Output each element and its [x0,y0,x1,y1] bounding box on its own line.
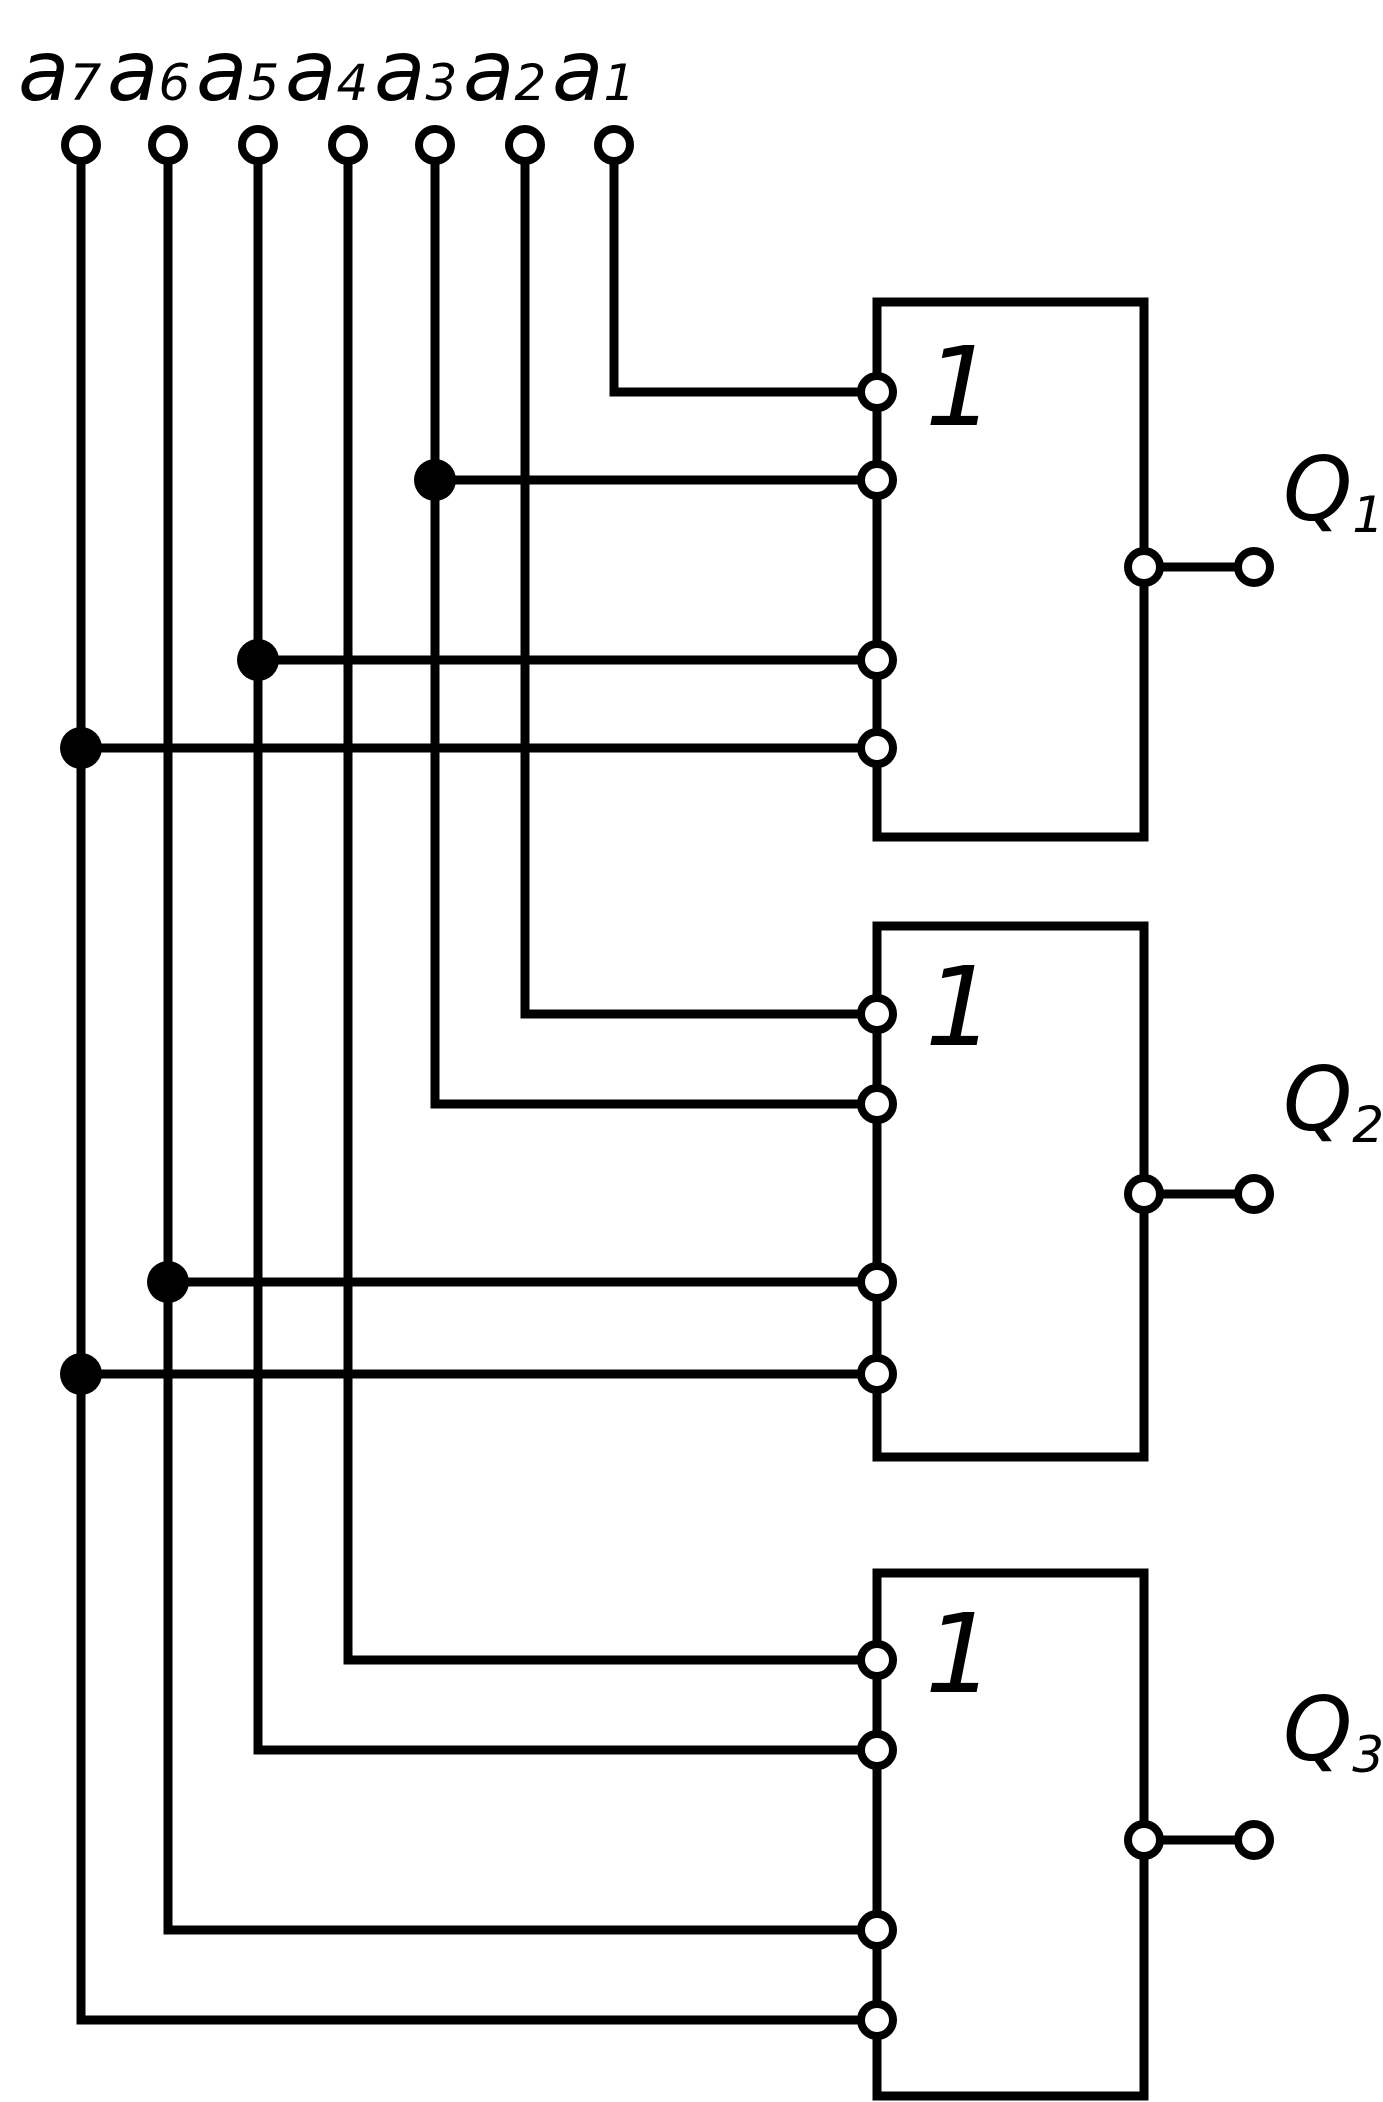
gate-input-wires [76,387,882,2025]
junction-dots [60,459,456,1395]
gate-input-pins [857,372,897,2040]
gates [872,297,1149,2101]
junction-a6-g2 [147,1261,189,1303]
gate-1-pin-1 [857,372,897,412]
gate-2-pin-3 [857,1262,897,1302]
terminal-a3 [415,125,455,165]
terminal-q1 [1234,547,1274,587]
gate-2-symbol: 1 [925,943,995,1071]
gate-3-box [872,1568,1149,2101]
gate-2-pin-1 [857,994,897,1034]
label-q1: Q1 [1283,438,1383,544]
label-a7: a7 [18,22,101,120]
gate-1-pin-4 [857,728,897,768]
label-a1: a1 [552,22,635,120]
junction-a7-g2 [60,1353,102,1395]
terminal-a5 [238,125,278,165]
label-a4: a4 [285,22,368,120]
gate-2-output-pin [1124,1174,1164,1214]
gate-3-pin-4 [857,2000,897,2040]
gate-2-pin-2 [857,1084,897,1124]
input-terminals [61,125,634,165]
terminal-a4 [328,125,368,165]
label-q2: Q2 [1283,1048,1383,1154]
gate-3-output-pin [1124,1820,1164,1860]
label-a6: a6 [107,22,190,120]
junction-a7-g1 [60,727,102,769]
gate-3-pin-1 [857,1640,897,1680]
gate-1-pin-3 [857,640,897,680]
gate-1-output-pin [1124,547,1164,587]
gate-1-box [872,297,1149,842]
gate-symbols: 1 1 1 [925,323,995,1718]
junction-a5-g1 [237,639,279,681]
label-a3: a3 [374,22,457,120]
label-a2: a2 [463,22,546,120]
label-a5: a5 [196,22,279,120]
terminal-a2 [505,125,545,165]
gate-1-symbol: 1 [925,323,995,451]
terminal-q3 [1234,1820,1274,1860]
gate-2-pin-4 [857,1354,897,1394]
gate-2-box [872,921,1149,1462]
output-pins [1124,547,1274,1860]
terminal-q2 [1234,1174,1274,1214]
junction-a3-g1 [414,459,456,501]
terminal-a1 [594,125,634,165]
input-bus-lines [76,140,619,2025]
terminal-a6 [148,125,188,165]
output-labels: Q1 Q2 Q3 [1283,438,1383,1784]
gate-3-pin-3 [857,1910,897,1950]
gate-3-pin-2 [857,1730,897,1770]
gate-3-symbol: 1 [925,1590,995,1718]
input-labels: a7 a6 a5 a4 a3 a2 a1 [18,22,635,120]
terminal-a7 [61,125,101,165]
label-q3: Q3 [1283,1678,1383,1784]
gate-1-pin-2 [857,460,897,500]
